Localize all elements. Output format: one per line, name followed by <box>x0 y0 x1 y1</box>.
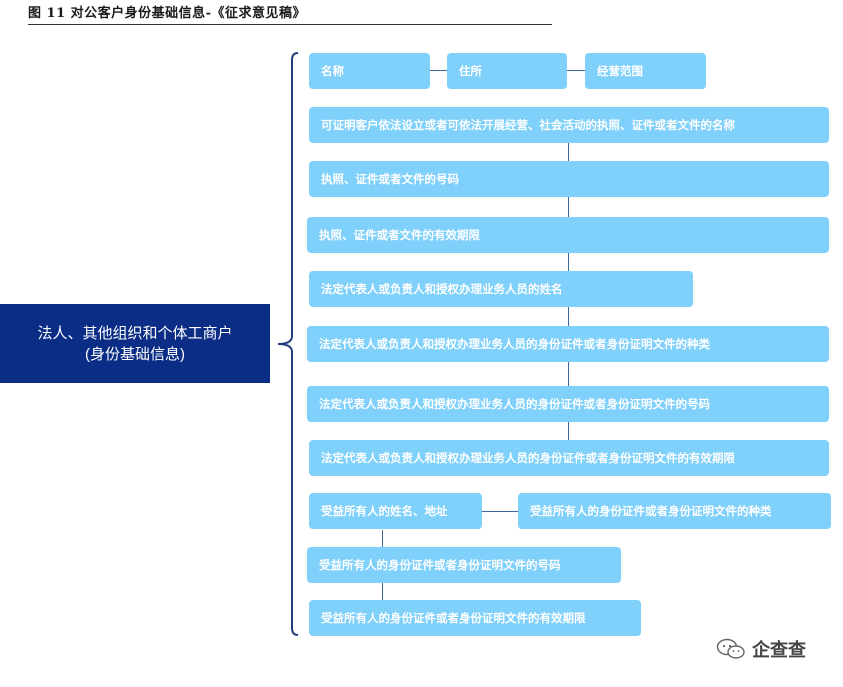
node-representative-name: 法定代表人或负责人和授权办理业务人员的姓名 <box>309 271 693 307</box>
root-node-line1: 法人、其他组织和个体工商户 <box>37 324 233 342</box>
connector-beneficiary-horizontal <box>482 511 518 512</box>
node-business-scope: 经营范围 <box>585 53 706 89</box>
watermark-text: 企查查 <box>752 640 806 661</box>
node-beneficiary-id-type: 受益所有人的身份证件或者身份证明文件的种类 <box>518 493 831 529</box>
watermark: 企查查 <box>716 636 806 662</box>
root-node: 法人、其他组织和个体工商户 (身份基础信息) <box>0 304 270 383</box>
curly-bracket <box>277 52 299 636</box>
connector-address-scope <box>567 70 585 71</box>
node-license-number: 执照、证件或者文件的号码 <box>309 161 829 197</box>
node-representative-id-number: 法定代表人或负责人和授权办理业务人员的身份证件或者身份证明文件的号码 <box>307 386 829 422</box>
node-address: 住所 <box>447 53 567 89</box>
wechat-icon <box>716 638 745 659</box>
connector-name-address <box>430 70 447 71</box>
node-representative-id-type: 法定代表人或负责人和授权办理业务人员的身份证件或者身份证明文件的种类 <box>307 326 829 362</box>
node-license-validity: 执照、证件或者文件的有效期限 <box>307 217 829 253</box>
root-node-line2: (身份基础信息) <box>85 345 185 363</box>
node-beneficiary-name-address: 受益所有人的姓名、地址 <box>309 493 482 529</box>
title-divider <box>28 24 552 25</box>
figure-title: 图 11 对公客户身份基础信息-《征求意见稿》 <box>28 6 307 21</box>
node-beneficiary-id-number: 受益所有人的身份证件或者身份证明文件的号码 <box>307 547 621 583</box>
node-representative-id-validity: 法定代表人或负责人和授权办理业务人员的身份证件或者身份证明文件的有效期限 <box>309 440 829 476</box>
node-name: 名称 <box>309 53 430 89</box>
node-license-name: 可证明客户依法设立或者可依法开展经营、社会活动的执照、证件或者文件的名称 <box>309 107 829 143</box>
node-beneficiary-id-validity: 受益所有人的身份证件或者身份证明文件的有效期限 <box>309 600 641 636</box>
